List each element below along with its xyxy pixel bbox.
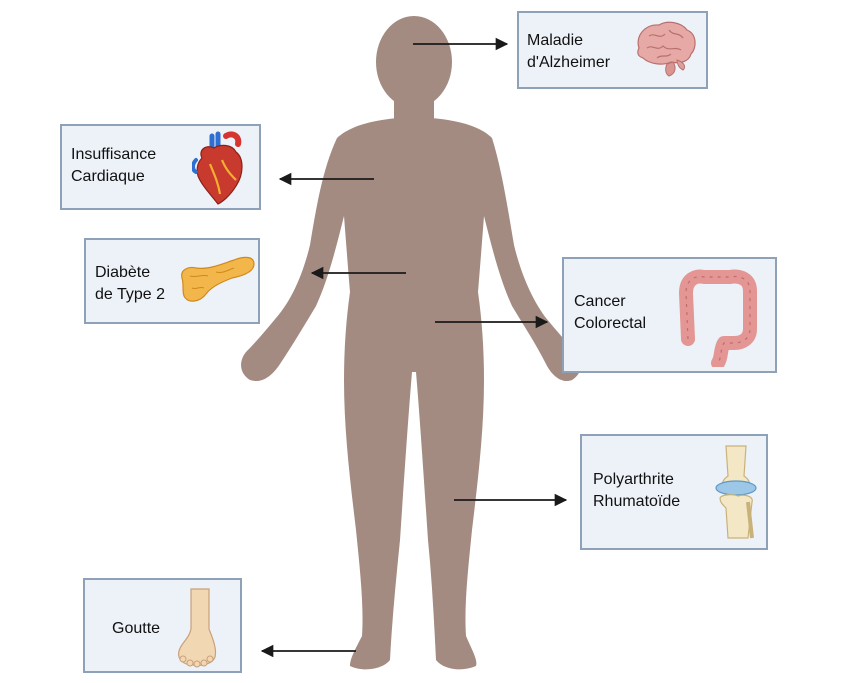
condition-label-line1: Goutte [112, 620, 161, 637]
condition-label-diabetes: Diabète de Type 2 [95, 262, 165, 306]
condition-box-alzheimer: Maladie d'Alzheimer [517, 11, 708, 89]
condition-label-line2: Cardiaque [71, 168, 145, 185]
brain-icon [637, 21, 696, 77]
condition-label-line1: Diabète [95, 264, 151, 281]
colon-icon [679, 269, 757, 367]
condition-label-line1: Insuffisance [71, 146, 157, 163]
condition-label-heart-failure: Insuffisance Cardiaque [71, 144, 156, 188]
condition-label-line2: de Type 2 [95, 286, 165, 303]
condition-box-gout: Goutte [83, 578, 242, 673]
condition-label-line2: Colorectal [574, 315, 647, 332]
pancreas-icon [181, 256, 255, 302]
condition-label-alzheimer: Maladie d'Alzheimer [527, 30, 610, 74]
condition-label-arthritis: Polyarthrite Rhumatoïde [593, 469, 680, 513]
condition-box-diabetes: Diabète de Type 2 [84, 238, 260, 324]
condition-box-arthritis: Polyarthrite Rhumatoïde [580, 434, 768, 550]
foot-icon [178, 588, 217, 668]
condition-label-line2: d'Alzheimer [527, 54, 611, 71]
condition-label-gout: Goutte [112, 618, 160, 640]
condition-label-colorectal: Cancer Colorectal [574, 291, 646, 335]
condition-box-heart-failure: Insuffisance Cardiaque [60, 124, 261, 210]
condition-label-line1: Cancer [574, 293, 626, 310]
condition-label-line2: Rhumatoïde [593, 493, 681, 510]
condition-box-colorectal: Cancer Colorectal [562, 257, 777, 373]
condition-label-line1: Polyarthrite [593, 471, 674, 488]
condition-label-line1: Maladie [527, 32, 584, 49]
knee-joint-icon [715, 445, 757, 539]
heart-icon [192, 131, 243, 205]
